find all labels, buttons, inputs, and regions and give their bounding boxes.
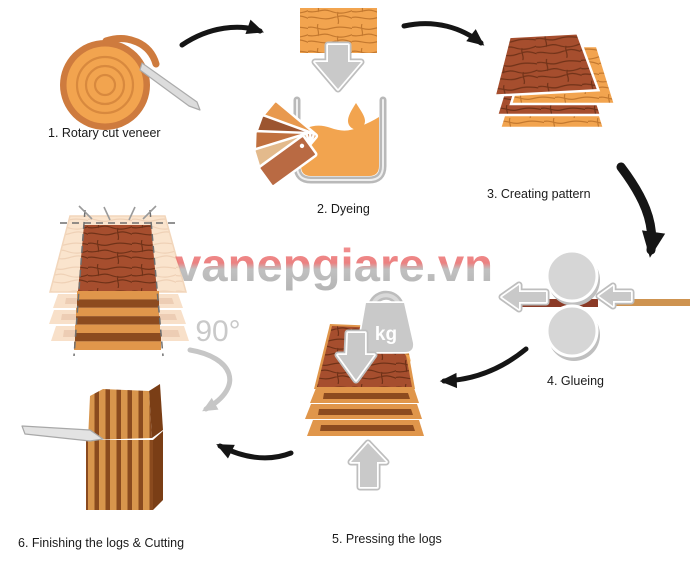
step-3-creating-pattern: 3. Creating pattern: [487, 31, 617, 201]
step-6-label: 6. Finishing the logs & Cutting: [18, 536, 184, 550]
press-down-arrow-icon: [334, 329, 378, 384]
kg-label: kg: [375, 324, 397, 345]
veneer-sheets-icon: [492, 31, 617, 130]
step-3-label: 3. Creating pattern: [487, 187, 591, 201]
dye-liquid: [301, 117, 379, 176]
droplet-icon: [348, 103, 365, 130]
raw-veneer-strip: [612, 299, 690, 306]
veneer-peel-icon: [102, 35, 160, 68]
step-5-pressing: kg 5. Pressing the logs: [305, 290, 442, 546]
arrow-step3-to-step4: [616, 162, 666, 258]
striped-block-icon: [86, 384, 163, 510]
step-6-finishing: 90° 6. Finishing the logs & Cutting: [18, 205, 241, 550]
cutting-blade-icon: [21, 425, 104, 442]
feed-arrow-left-icon: [498, 281, 550, 313]
down-arrow-icon: [311, 41, 365, 93]
arrow-step4-to-step5: [439, 346, 529, 389]
trim-guide-lines: [60, 205, 176, 357]
step-2-dyeing: 2. Dyeing: [253, 8, 387, 216]
glue-rollers-icon: [545, 249, 600, 361]
dye-vat-icon: [293, 96, 387, 184]
arrow-step1-to-step2: [179, 19, 265, 48]
log-icon: [60, 35, 160, 130]
step-4-label: 4. Glueing: [547, 374, 604, 388]
color-swatches-icon: [253, 100, 319, 188]
peeling-blade-icon: [139, 62, 201, 111]
press-up-arrow-icon: [347, 439, 390, 491]
step-5-label: 5. Pressing the logs: [332, 532, 442, 546]
arrow-step5-to-step6: [216, 443, 294, 461]
arrow-step2-to-step3: [401, 21, 485, 46]
step-1-rotary-cut: 1. Rotary cut veneer: [48, 35, 201, 140]
watermark: vanepgiare.vn: [175, 239, 493, 291]
glued-veneer-strip: [518, 299, 598, 307]
rotation-arc-icon: [187, 347, 233, 412]
step-2-label: 2. Dyeing: [317, 202, 370, 216]
step-4-glueing: 4. Glueing: [498, 249, 690, 388]
trimmed-block-icon: [74, 225, 161, 350]
step-1-label: 1. Rotary cut veneer: [48, 126, 161, 140]
rotation-90-label: 90°: [195, 315, 240, 348]
feed-arrow-mid-icon: [595, 282, 635, 310]
